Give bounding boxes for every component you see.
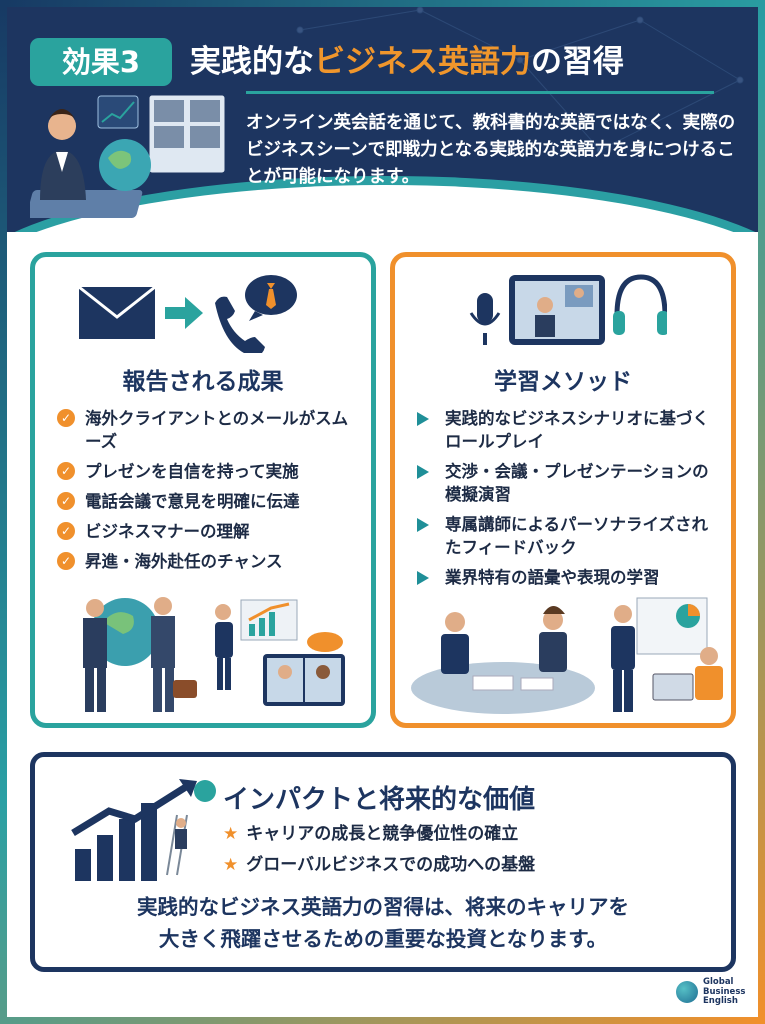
method-title: 学習メソッド: [494, 369, 632, 395]
check-icon: ✓: [57, 409, 75, 427]
results-list: ✓ 海外クライアントとのメールがスムーズ ✓ プレゼンを自信を持って実施 ✓ 電話会議…: [57, 407, 357, 580]
method-list: 実践的なビジネスシナリオに基づくロールプレイ 交渉・会議・プレゼンテーションの模…: [417, 407, 717, 596]
conclusion-line: 実践的なビジネス英語力の習得は、将来のキャリアを: [137, 895, 629, 919]
list-item: ★ グローバルビジネスでの成功への基盤: [223, 854, 535, 876]
impact-section: インパクトと将来的な価値 ★ キャリアの成長と競争優位性の確立 ★ グローバルビジネ…: [30, 752, 736, 972]
arrow-icon: [417, 571, 429, 585]
email-to-phone-icon: [78, 275, 297, 353]
list-item-text: 昇進・海外赴任のチャンス: [85, 552, 283, 571]
logo-text: English: [703, 996, 738, 1006]
online-lesson-icon: [469, 274, 667, 345]
star-icon: ★: [223, 855, 239, 875]
page-title: 実践的なビジネス英語力の習得: [190, 36, 624, 81]
impact-list: ★ キャリアの成長と競争優位性の確立 ★ グローバルビジネスでの成功への基盤: [223, 823, 535, 885]
check-icon: ✓: [57, 522, 75, 540]
title-part-2: の習得: [531, 44, 624, 80]
list-item-text: キャリアの成長と競争優位性の確立: [246, 824, 519, 844]
header-banner: 効果3 実践的なビジネス英語力の習得 オンライン英会話を通じて、教科書的な英語で…: [0, 0, 765, 232]
title-part-1: 実践的な: [190, 44, 314, 80]
arrow-icon: [417, 518, 429, 532]
list-item-text: ビジネスマナーの理解: [85, 522, 250, 541]
list-item: 専属講師によるパーソナライズされたフィードバック: [417, 513, 717, 559]
list-item-text: 電話会議で意見を明確に伝達: [85, 492, 300, 511]
list-item: ✓ プレゼンを自信を持って実施: [57, 460, 357, 483]
list-item-text: 実践的なビジネスシナリオに基づくロールプレイ: [445, 409, 709, 451]
intro-text: オンライン英会話を通じて、教科書的な英語ではなく、実際のビジネスシーンで即戦力と…: [246, 113, 736, 187]
reported-results-card: 報告される成果 ✓ 海外クライアントとのメールがスムーズ ✓ プレゼンを自信を持って…: [30, 252, 376, 728]
list-item-text: プレゼンを自信を持って実施: [85, 462, 299, 481]
globe-icon: [676, 981, 698, 1004]
title-highlight: ビジネス英語力: [314, 44, 531, 80]
arrow-icon: [417, 465, 429, 479]
list-item-text: 海外クライアントとのメールがスムーズ: [85, 409, 349, 451]
online-meeting-illustration: [30, 92, 228, 218]
check-icon: ✓: [57, 492, 75, 510]
conclusion-text: 実践的なビジネス英語力の習得は、将来のキャリアを 大きく飛躍させるための重要な投…: [35, 891, 731, 955]
list-item: 実践的なビジネスシナリオに基づくロールプレイ: [417, 407, 717, 453]
star-icon: ★: [223, 824, 239, 844]
meeting-illustration: [411, 597, 723, 714]
effect-badge: 効果3: [30, 38, 172, 86]
learning-method-card: 学習メソッド 実践的なビジネスシナリオに基づくロールプレイ 交渉・会議・プレゼン…: [390, 252, 736, 728]
check-icon: ✓: [57, 462, 75, 480]
list-item-text: 専属講師によるパーソナライズされたフィードバック: [445, 515, 709, 557]
list-item: 交渉・会議・プレゼンテーションの模擬演習: [417, 460, 717, 506]
list-item: ✓ 海外クライアントとのメールがスムーズ: [57, 407, 357, 453]
growth-chart-icon: [71, 779, 216, 881]
list-item: ✓ 昇進・海外赴任のチャンス: [57, 550, 357, 573]
list-item-text: 交渉・会議・プレゼンテーションの模擬演習: [445, 462, 709, 504]
list-item: 業界特有の語彙や表現の学習: [417, 566, 717, 589]
title-underline: [246, 91, 714, 94]
check-icon: ✓: [57, 552, 75, 570]
list-item: ✓ 電話会議で意見を明確に伝達: [57, 490, 357, 513]
arrow-icon: [417, 412, 429, 426]
results-title: 報告される成果: [122, 369, 284, 395]
handshake-presentation-illustration: [83, 597, 345, 712]
brand-logo: Global Business English: [676, 977, 745, 1007]
list-item-text: グローバルビジネスでの成功への基盤: [246, 855, 536, 875]
list-item-text: 業界特有の語彙や表現の学習: [445, 568, 660, 587]
list-item: ✓ ビジネスマナーの理解: [57, 520, 357, 543]
conclusion-line: 大きく飛躍させるための重要な投資となります。: [158, 927, 608, 951]
impact-title: インパクトと将来的な価値: [223, 785, 536, 815]
list-item: ★ キャリアの成長と競争優位性の確立: [223, 823, 535, 845]
